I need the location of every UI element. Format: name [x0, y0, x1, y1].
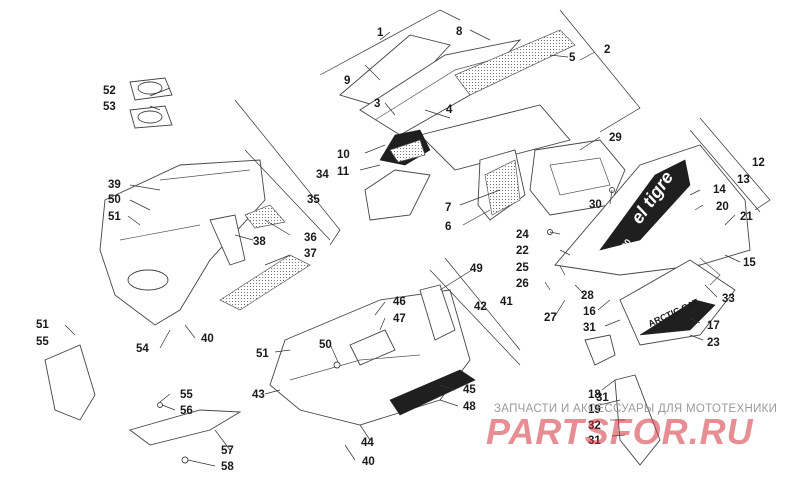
callout-47: 47	[393, 313, 406, 325]
callout-53: 53	[103, 101, 116, 113]
callout-14: 14	[713, 184, 726, 196]
callout-38: 38	[253, 236, 266, 248]
callout-26: 26	[516, 278, 529, 290]
callout-17: 17	[707, 320, 720, 332]
callout-21: 21	[740, 211, 753, 223]
callout-31b: 31	[588, 435, 601, 447]
callout-52: 52	[103, 85, 116, 97]
callout-3: 3	[374, 98, 380, 110]
callout-51c: 51	[256, 348, 269, 360]
callout-51a: 51	[108, 211, 121, 223]
hood-left-assembly	[99, 159, 311, 326]
callout-labels: 1 2 3 4 5 6 7 8 9 10 11 12 13 14 15 16 1…	[36, 26, 765, 473]
callout-16: 16	[583, 306, 596, 318]
callout-44: 44	[361, 437, 374, 449]
callout-41: 41	[500, 296, 513, 308]
callout-11: 11	[337, 166, 350, 178]
callout-15: 15	[743, 257, 756, 269]
callout-8: 8	[456, 26, 463, 38]
callout-35: 35	[307, 194, 320, 206]
callout-55a: 55	[36, 336, 49, 348]
callout-30: 30	[589, 199, 602, 211]
belly-pan	[269, 284, 476, 426]
callout-27: 27	[544, 312, 557, 324]
callout-48: 48	[463, 401, 476, 413]
callout-42: 42	[474, 301, 487, 313]
callout-49: 49	[470, 263, 483, 275]
callout-46: 46	[393, 296, 406, 308]
callout-54: 54	[136, 343, 149, 355]
callout-36: 36	[304, 232, 317, 244]
callout-58: 58	[221, 461, 234, 473]
callout-24: 24	[516, 229, 529, 241]
callout-31a: 31	[583, 322, 596, 334]
bottom-left-bracket	[129, 409, 242, 446]
windshield-assembly	[339, 29, 576, 221]
callout-6: 6	[445, 221, 451, 233]
callout-56: 56	[180, 405, 193, 417]
callout-22: 22	[516, 245, 529, 257]
small-brackets-right	[584, 257, 721, 466]
callout-2: 2	[604, 44, 610, 56]
callout-34: 34	[316, 169, 329, 181]
callout-39: 39	[108, 179, 121, 191]
callout-19: 19	[588, 404, 601, 416]
nose-side-panel: el tigre 7000 ARCTIC CAT	[554, 144, 751, 346]
callout-32: 32	[588, 420, 601, 432]
callout-10: 10	[337, 149, 350, 161]
seal-rings	[129, 77, 173, 129]
callout-51b: 51	[36, 319, 49, 331]
callout-1: 1	[377, 27, 384, 39]
callout-25: 25	[516, 262, 529, 274]
watermark-brand: PARTSFOR.RU	[486, 411, 754, 452]
callout-29: 29	[609, 132, 622, 144]
callout-33: 33	[722, 293, 735, 305]
callout-9: 9	[344, 75, 350, 87]
leader-lines	[64, 9, 771, 467]
callout-40b: 40	[362, 456, 375, 468]
callout-28: 28	[581, 290, 594, 302]
callout-4: 4	[446, 104, 453, 116]
left-side-bracket	[44, 344, 96, 421]
callout-37: 37	[304, 248, 317, 260]
callout-50b: 50	[319, 339, 332, 351]
callout-23: 23	[707, 337, 720, 349]
callout-40a: 40	[201, 333, 214, 345]
callout-7: 7	[445, 202, 451, 214]
dash-cover-part	[529, 139, 626, 216]
callout-5: 5	[569, 52, 576, 64]
callout-31c: 31	[596, 392, 609, 404]
callout-45: 45	[463, 384, 476, 396]
callout-50a: 50	[108, 194, 121, 206]
callout-57: 57	[221, 445, 234, 457]
watermark-caption: ЗАПЧАСТИ И АКСЕССУАРЫ ДЛЯ МОТОТЕХНИКИ	[494, 403, 778, 415]
callout-20: 20	[716, 201, 729, 213]
callout-55b: 55	[180, 389, 193, 401]
callout-13: 13	[737, 174, 750, 186]
callout-18: 18	[588, 389, 601, 401]
callout-43: 43	[252, 389, 265, 401]
callout-12: 12	[752, 157, 765, 169]
